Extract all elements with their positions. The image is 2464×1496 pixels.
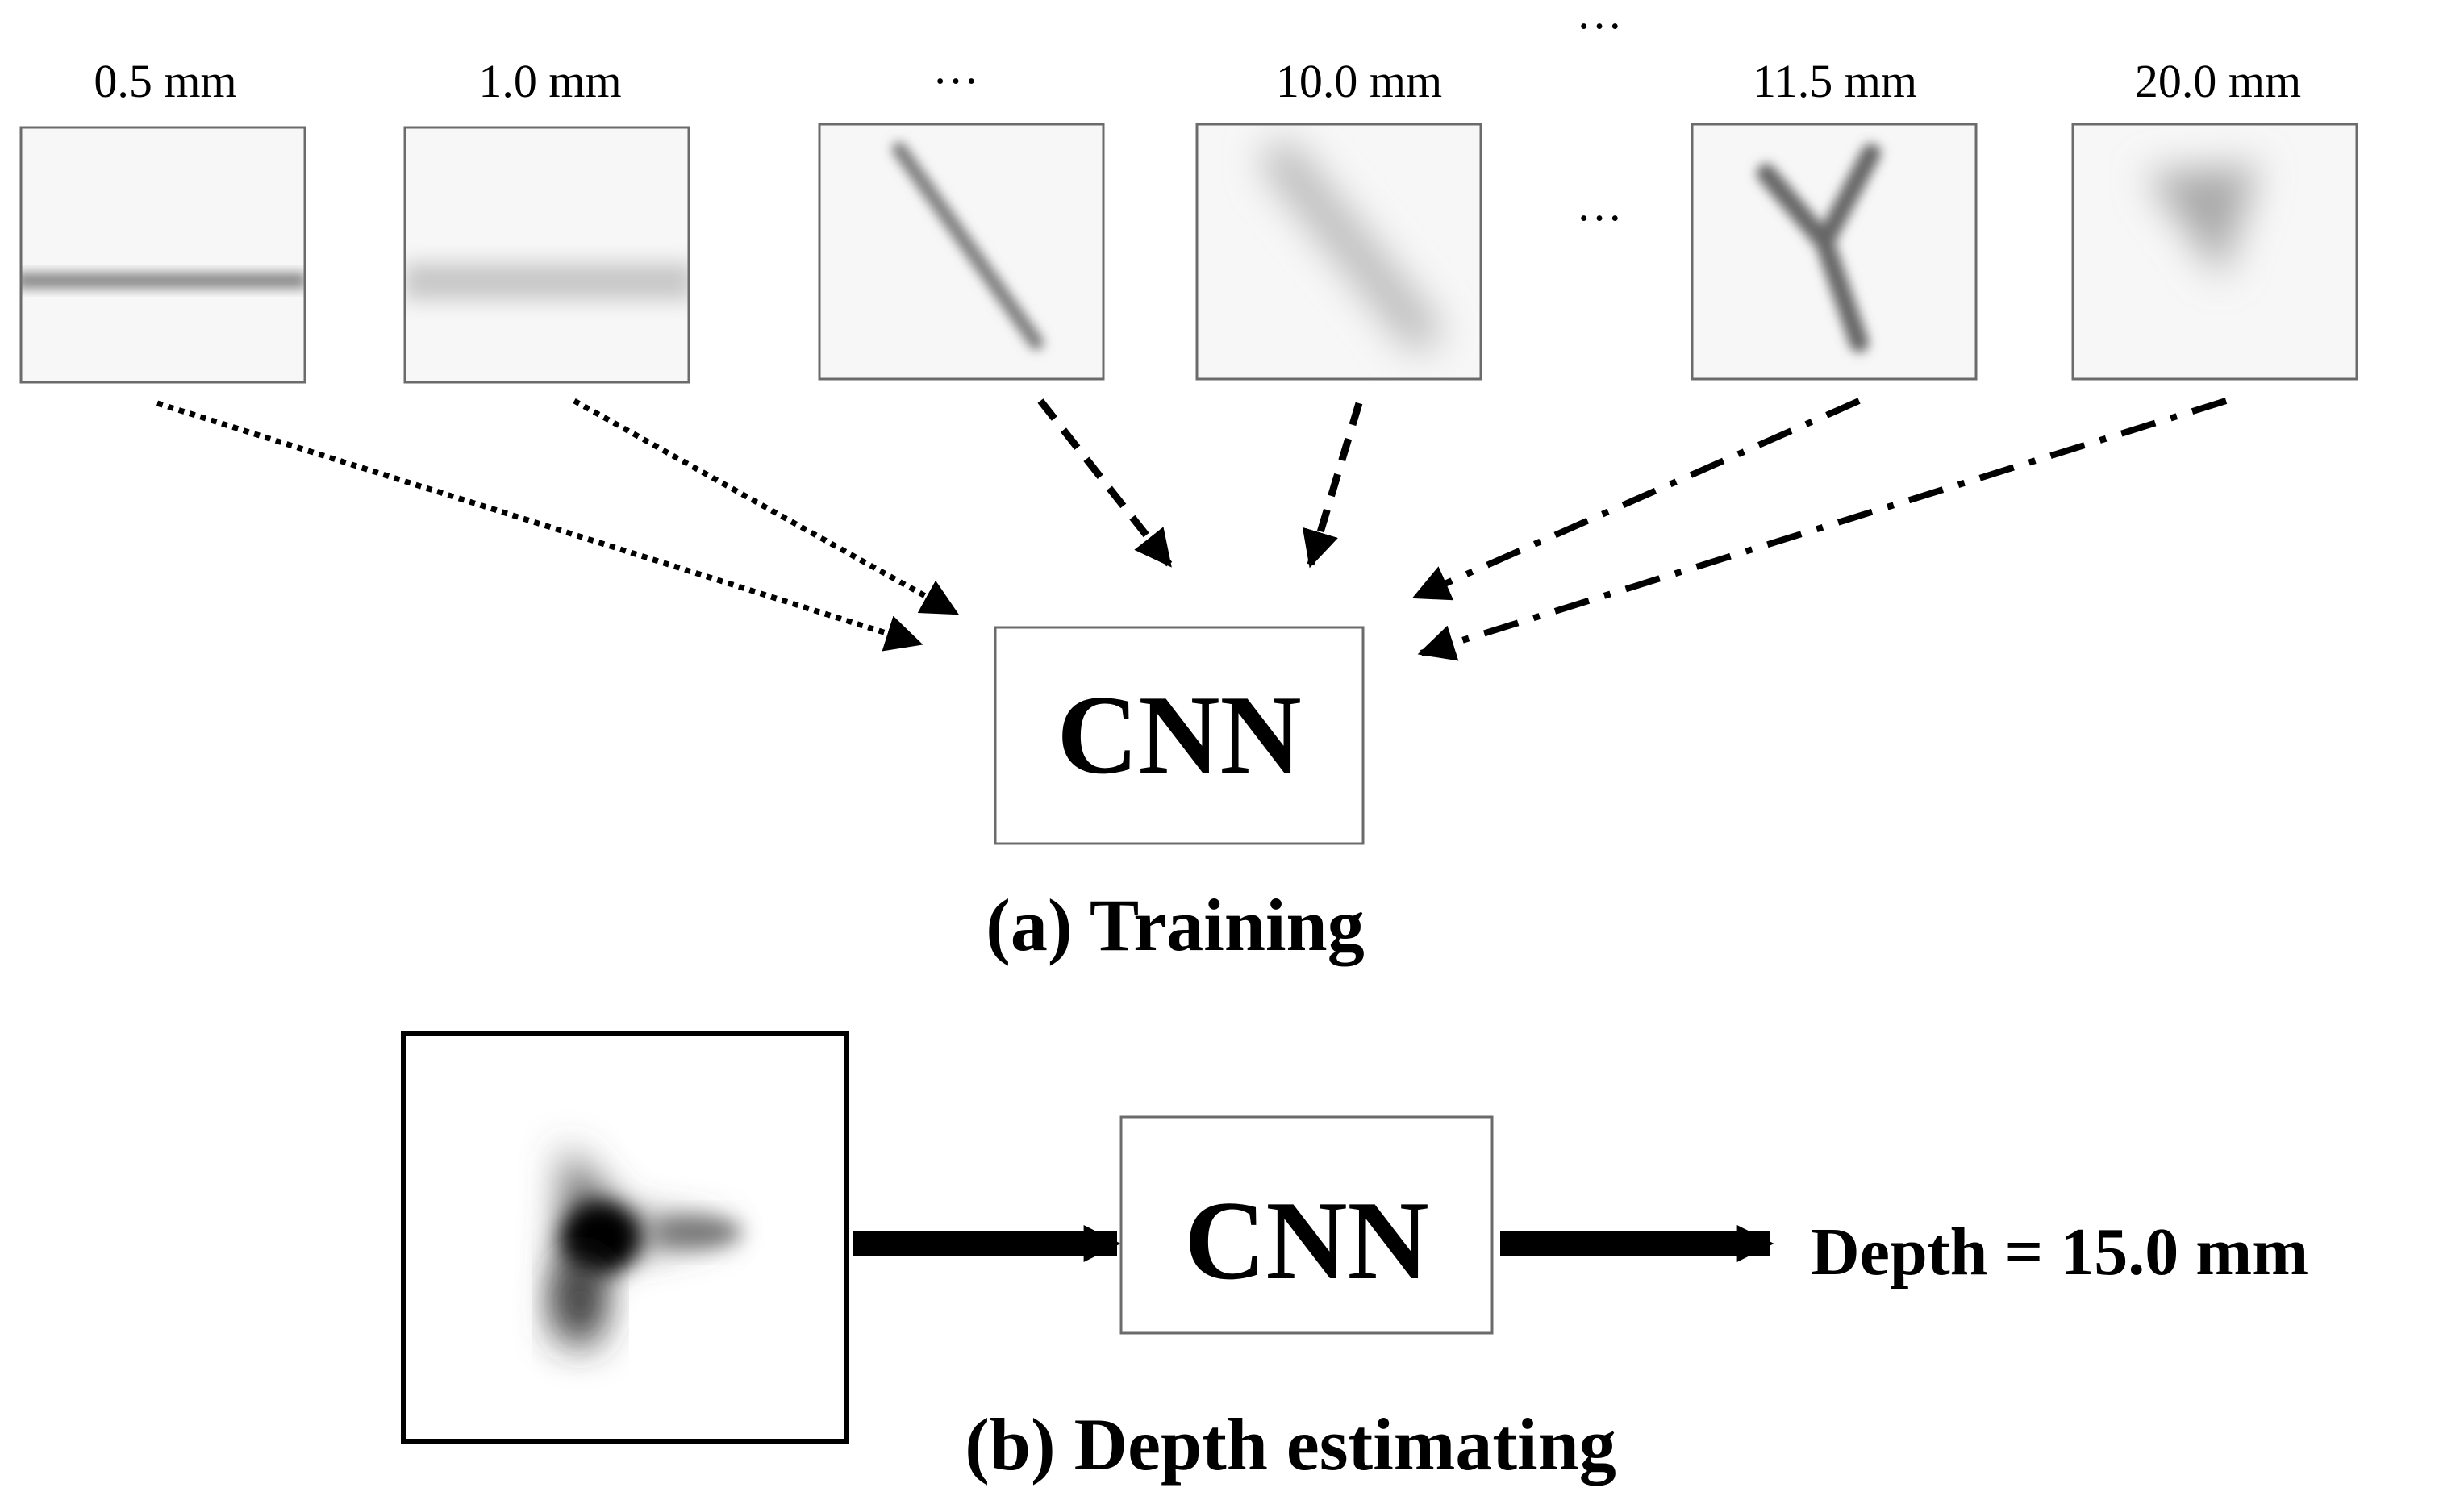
- depth-output: Depth = 15.0 mm: [1811, 1215, 2308, 1290]
- arrow-dashed-0: [1037, 398, 1173, 568]
- sample-image-1: [403, 126, 690, 384]
- caption-training: (a) Training: [986, 884, 1364, 966]
- arrow-dashed-1: [1302, 402, 1363, 569]
- input-image: [401, 1031, 849, 1444]
- arrow-dashdot-1: [1417, 398, 2228, 661]
- arrow-dotted-1: [573, 398, 960, 616]
- sample-label-4: 11.5 mm: [1753, 55, 1917, 107]
- ellipsis-middle: ···: [1576, 192, 1623, 244]
- sample-label-5: 20.0 mm: [2135, 55, 2301, 107]
- sample-image-5: [2071, 123, 2358, 381]
- sample-label-2: ···: [932, 55, 979, 107]
- cnn-label-estimating: CNN: [1184, 1178, 1428, 1303]
- arrow-dotted-0: [156, 400, 923, 652]
- ellipsis-top: ···: [1576, 0, 1623, 52]
- cnn-box-training: CNN: [994, 626, 1365, 845]
- cnn-label-training: CNN: [1057, 673, 1301, 798]
- sample-image-2: [818, 123, 1105, 381]
- caption-estimating: (b) Depth estimating: [965, 1403, 1616, 1486]
- sample-label-3: 10.0 mm: [1276, 55, 1442, 107]
- sample-image-3: [1195, 123, 1482, 381]
- sample-label-0: 0.5 mm: [94, 55, 236, 107]
- cnn-box-estimating: CNN: [1119, 1115, 1494, 1335]
- sample-image-0: [19, 126, 306, 384]
- sample-label-1: 1.0 mm: [478, 55, 621, 107]
- arrow-dashdot-0: [1411, 398, 1861, 601]
- sample-image-4: [1691, 123, 1978, 381]
